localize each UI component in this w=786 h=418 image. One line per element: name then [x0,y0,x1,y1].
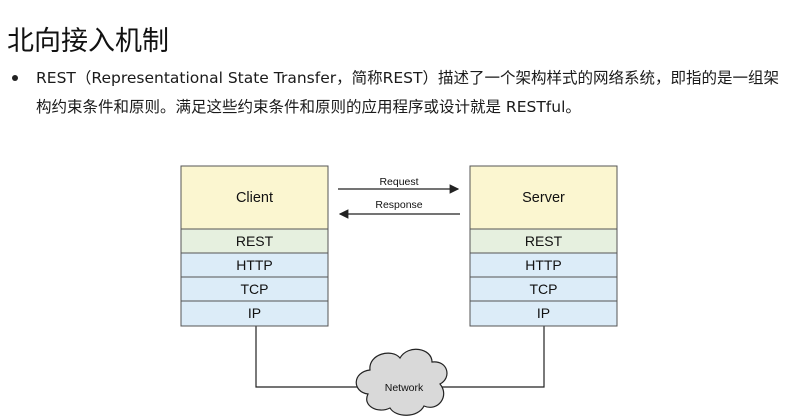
client-layer-rest-label: REST [236,233,274,249]
server-layer-rest [469,228,618,254]
response-label: Response [375,199,422,211]
client-box [180,165,329,230]
server-layer-ip-label: IP [537,305,550,321]
client-layer-tcp-label: TCP [241,281,269,297]
server-layer-ip [469,300,618,327]
rest-description: REST（Representational State Transfer，简称R… [36,69,779,116]
server-stack: Server REST HTTP TCP IP [469,165,618,327]
network-cloud-icon [355,348,448,416]
client-layer-http-label: HTTP [236,257,273,273]
client-network-link [255,326,362,388]
client-stack: Client REST HTTP TCP IP [180,165,329,327]
client-layer-tcp [180,276,329,302]
client-layer-ip [180,300,329,327]
server-layer-http-label: HTTP [525,257,562,273]
server-label: Server [522,190,565,206]
server-layer-tcp [469,276,618,302]
server-layer-rest-label: REST [525,233,563,249]
server-layer-http [469,252,618,278]
bullet-dot [12,75,18,81]
bullet-item: REST（Representational State Transfer，简称R… [12,64,782,122]
page-title: 北向接入机制 [7,26,169,58]
network-label: Network [385,382,424,394]
server-network-link [440,326,545,388]
client-layer-ip-label: IP [248,305,261,321]
server-box [469,165,618,230]
client-layer-rest [180,228,329,254]
client-layer-http [180,252,329,278]
request-label: Request [379,176,418,188]
client-label: Client [236,190,273,206]
server-layer-tcp-label: TCP [530,281,558,297]
